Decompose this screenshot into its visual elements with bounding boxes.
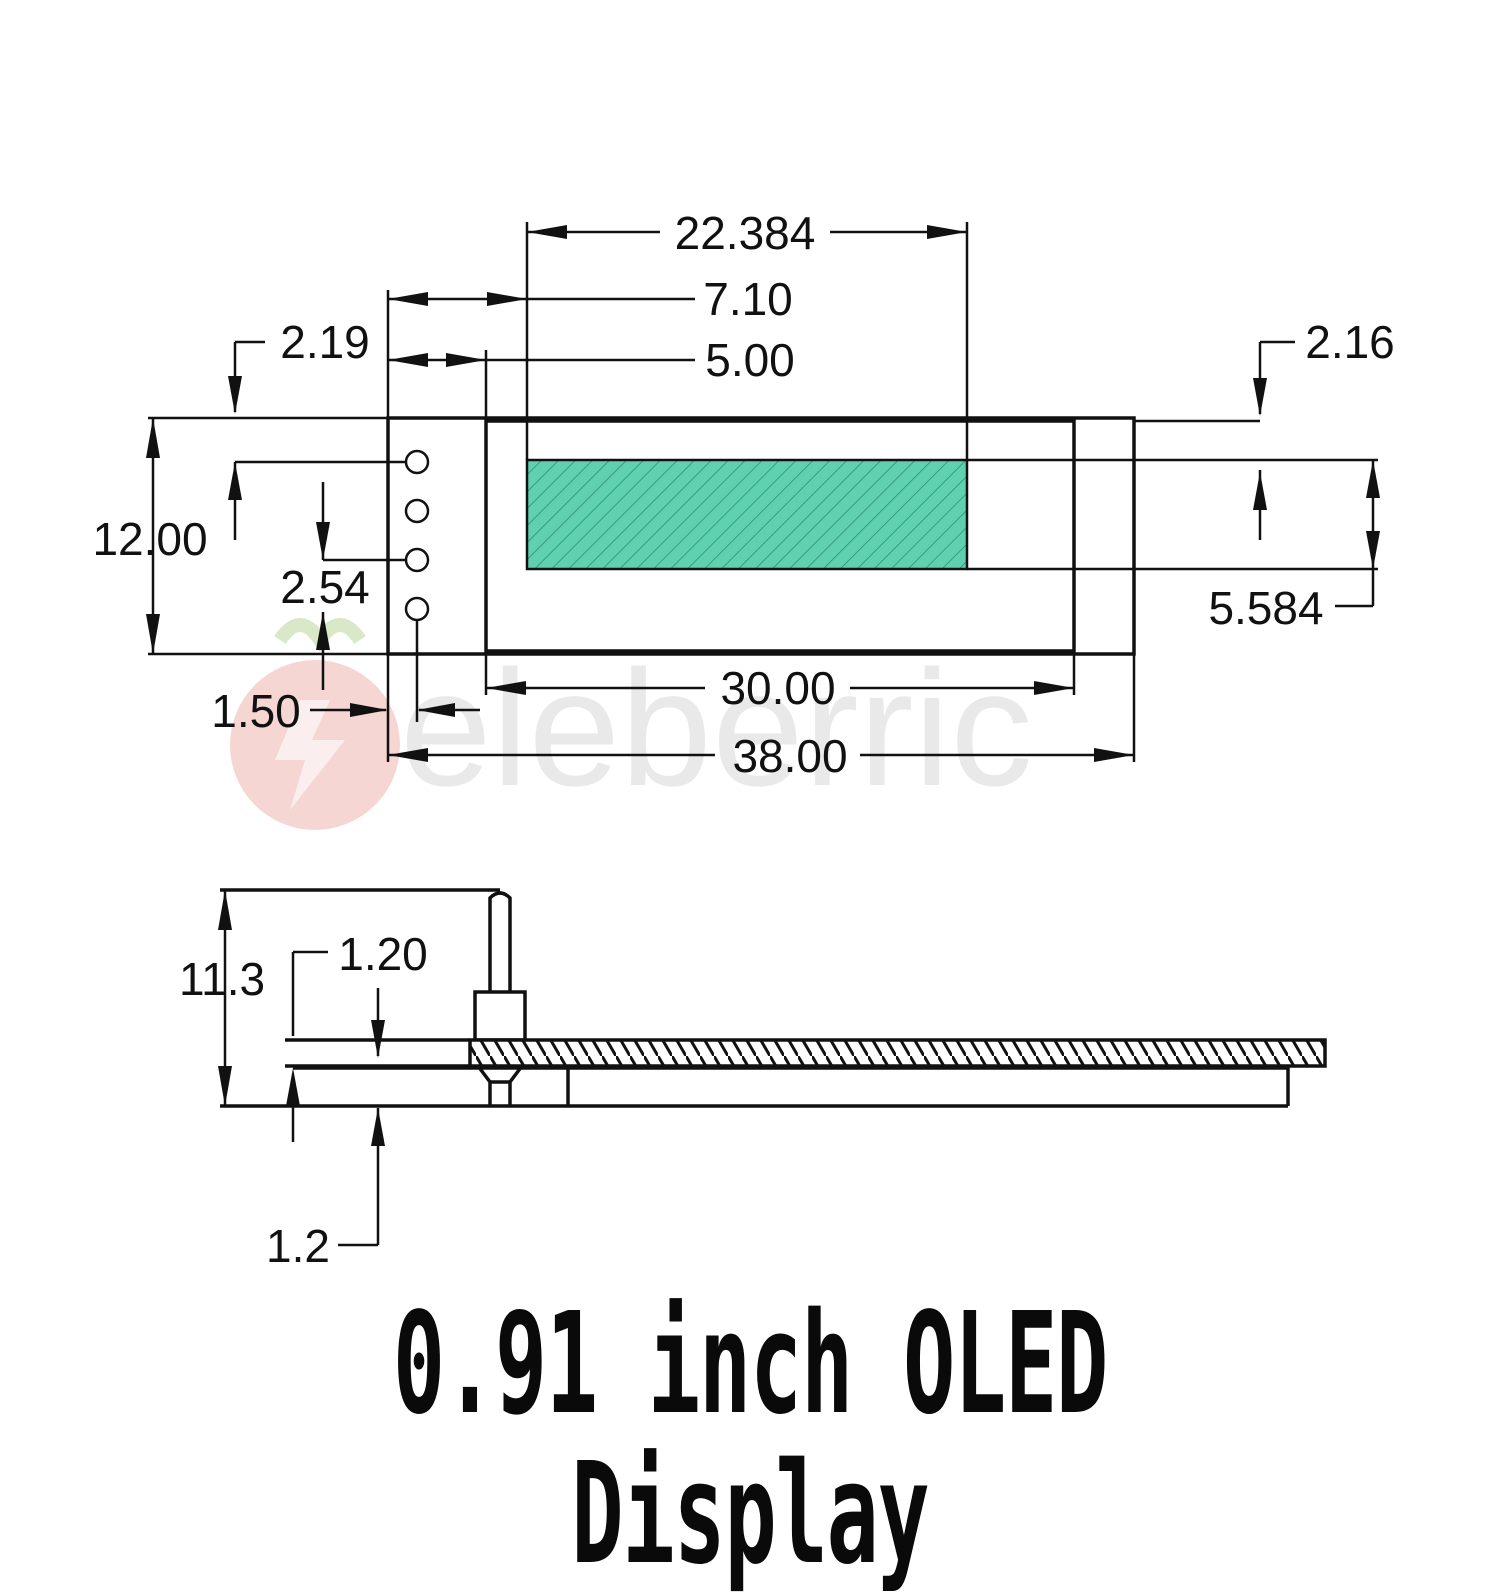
header-pin — [488, 891, 512, 992]
active-area — [525, 458, 969, 571]
board-outline — [386, 416, 1136, 656]
pin-hole-4 — [404, 596, 430, 622]
watermark: eleberric — [230, 618, 1033, 830]
dim-board-height: 12.00 — [92, 513, 207, 565]
dim-glass-thickness: 1.20 — [338, 928, 428, 980]
watermark-text: eleberric — [400, 636, 1033, 820]
pin-housing — [473, 990, 527, 1042]
dim-glass-width: 30.00 — [720, 662, 835, 714]
solder-joint — [476, 1064, 524, 1106]
dim-active-width: 22.384 — [675, 207, 816, 259]
oled-dimension-drawing: eleberric 22.384 7.10 5.00 — [92, 207, 1394, 1272]
dim-total-height: 11.3 — [179, 953, 265, 1005]
pin-hole-2 — [404, 498, 430, 524]
pin-hole-1 — [404, 449, 430, 475]
dim-active-height: 5.584 — [1208, 582, 1323, 634]
dim-pin-to-glass: 5.00 — [705, 334, 795, 386]
top-view: 22.384 7.10 5.00 2.19 2.16 12.00 — [92, 207, 1394, 782]
dim-board-width: 38.00 — [732, 730, 847, 782]
dim-pin-pitch: 2.54 — [280, 561, 370, 613]
dim-pin-to-active: 7.10 — [703, 273, 793, 325]
side-view: 11.3 1.20 1.2 — [179, 888, 1327, 1272]
dim-left-margin: 2.19 — [280, 316, 370, 368]
watermark-logo — [230, 618, 400, 830]
pcb-layer — [468, 1038, 1327, 1068]
dim-pcb-thickness: 1.2 — [266, 1220, 330, 1272]
dim-pin-edge-offset: 1.50 — [211, 685, 301, 737]
dim-right-margin: 2.16 — [1305, 316, 1395, 368]
pin-hole-3 — [404, 547, 430, 573]
page-title: 0.91 inch OLED Display — [392, 1283, 1108, 1596]
